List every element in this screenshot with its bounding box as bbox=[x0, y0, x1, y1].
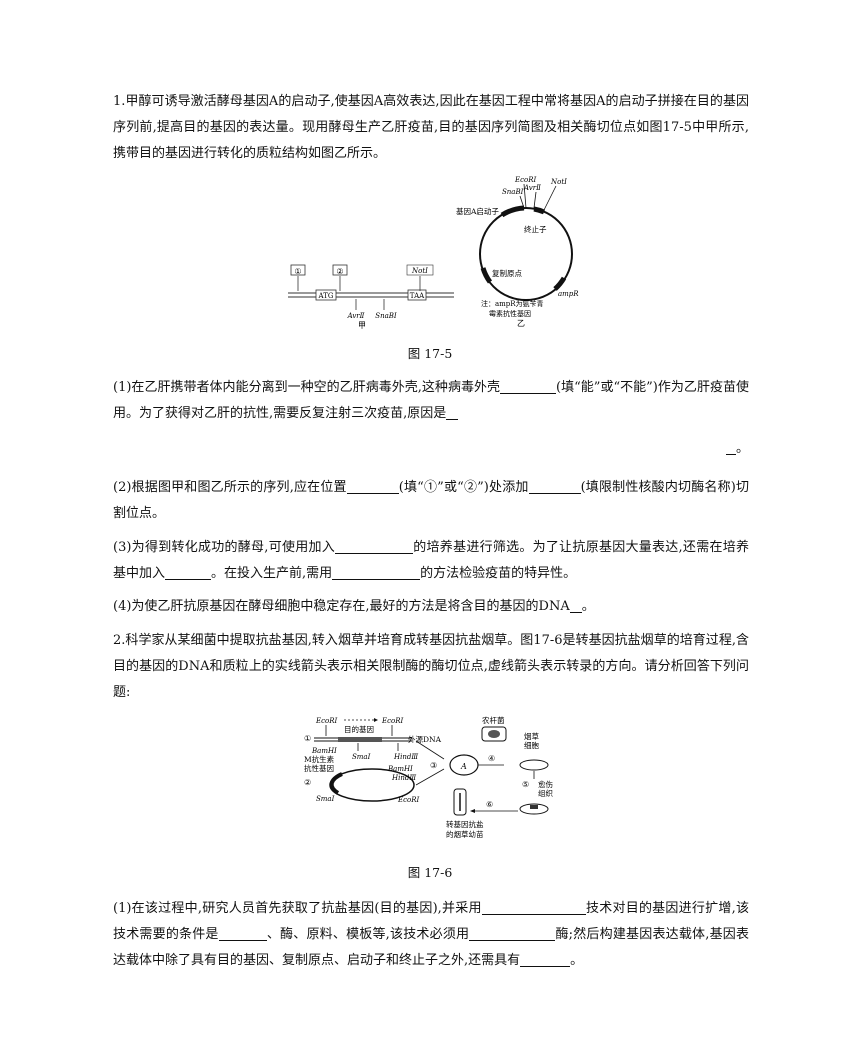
q1-part1-end-line: 。 bbox=[113, 436, 749, 462]
q1-intro: 1.甲醇可诱导激活酵母基因A的启动子,使基因A高效表达,因此在基因工程中常将基因… bbox=[113, 94, 749, 161]
m-resist-label-2: 抗性基因 bbox=[304, 763, 334, 773]
q1-part2-blank-a[interactable] bbox=[346, 477, 399, 494]
figure-jia: ATG TAA ① ② NotⅠ AvrⅡ SnaBⅠ 甲 bbox=[288, 264, 454, 330]
agro-label: 农杆菌 bbox=[482, 715, 505, 725]
step-2-label: ② bbox=[304, 778, 311, 787]
atg-label: ATG bbox=[318, 292, 334, 300]
ecor-label-2: EcoRⅠ bbox=[381, 717, 404, 725]
step-1-label: ① bbox=[304, 734, 311, 743]
yi-note-line1: 注：ampR为氨苄青 bbox=[481, 299, 544, 308]
q1-part3-blank-a[interactable] bbox=[335, 537, 414, 554]
m-resist-label-1: M抗生素 bbox=[304, 754, 335, 764]
figure-17-5: ATG TAA ① ② NotⅠ AvrⅡ SnaBⅠ 甲 bbox=[288, 176, 579, 330]
yi-name: 乙 bbox=[517, 319, 525, 328]
q2-part1-blank-a[interactable] bbox=[481, 898, 586, 915]
q2-part1-blank-c[interactable] bbox=[469, 924, 556, 941]
q1-part1-blank-b-cont[interactable] bbox=[725, 438, 736, 455]
yi-amp-label: ampR bbox=[558, 290, 579, 298]
step-5-label: ⑤ bbox=[522, 780, 529, 789]
smai-label-1: SmaⅠ bbox=[352, 753, 371, 761]
seedling-label-1: 转基因抗盐 bbox=[446, 819, 484, 829]
callus-label-2: 组织 bbox=[538, 788, 553, 798]
hind-label-2: HindⅢ bbox=[391, 774, 416, 782]
q2-part1-blank-d[interactable] bbox=[520, 950, 571, 967]
yi-origin-label: 复制原点 bbox=[492, 268, 522, 278]
foreign-dna-label: 外源DNA bbox=[408, 734, 442, 744]
step-6-label: ⑥ bbox=[486, 800, 493, 809]
yi-snab-label: SnaBⅠ bbox=[502, 188, 524, 196]
vector-a-label: A bbox=[460, 762, 467, 771]
q2-intro: 2.科学家从某细菌中提取抗盐基因,转入烟草并培育成转基因抗盐烟草。图17-6是转… bbox=[113, 633, 749, 700]
jia-avr-label: AvrⅡ bbox=[347, 312, 365, 320]
q1-part2-blank-b[interactable] bbox=[528, 477, 581, 494]
q2-part1: (1)在该过程中,研究人员首先获取了抗盐基因(目的基因),并采用技术对目的基因进… bbox=[113, 896, 749, 974]
step-4-label: ④ bbox=[488, 754, 495, 763]
taa-label: TAA bbox=[410, 292, 425, 300]
q1-part2: (2)根据图甲和图乙所示的序列,应在位置(填“①”或“②”)处添加(填限制性核酸… bbox=[113, 475, 749, 527]
figure-17-6-caption: 图 17-6 bbox=[407, 865, 453, 880]
callus-label-1: 愈伤 bbox=[538, 779, 553, 789]
q1-part1-blank-b[interactable] bbox=[446, 403, 459, 420]
seedling-label-2: 的烟草幼苗 bbox=[446, 829, 484, 839]
position-1-label: ① bbox=[294, 267, 301, 276]
q1-part4-blank[interactable] bbox=[569, 596, 582, 613]
jia-not-label: NotⅠ bbox=[411, 267, 428, 275]
q1-part3-blank-c[interactable] bbox=[332, 563, 421, 580]
q2-part1-blank-b[interactable] bbox=[218, 924, 267, 941]
bamh-label-2: BamHⅠ bbox=[387, 765, 413, 773]
yi-not-label: NotⅠ bbox=[550, 178, 567, 186]
q1-part3: (3)为得到转化成功的酵母,可使用加入的培养基进行筛选。为了让抗原基因大量表达,… bbox=[113, 535, 749, 587]
bamh-label-1: BamHⅠ bbox=[311, 747, 337, 755]
jia-snab-label: SnaBⅠ bbox=[375, 312, 397, 320]
ecor-label-1: EcoRⅠ bbox=[315, 717, 338, 725]
ecor-label-3: EcoRⅠ bbox=[397, 796, 420, 804]
jia-name: 甲 bbox=[358, 321, 366, 330]
smai-label-2: SmaⅠ bbox=[316, 795, 335, 803]
target-gene-label: 目的基因 bbox=[344, 724, 374, 734]
yi-promoter-label: 基因A启动子 bbox=[456, 206, 499, 216]
q1-part1-blank-a[interactable] bbox=[500, 377, 557, 394]
yi-note-line2: 霉素抗性基因 bbox=[489, 309, 531, 318]
tobacco-label-2: 细胞 bbox=[524, 740, 539, 750]
q1-part3-blank-b[interactable] bbox=[165, 563, 212, 580]
figure-yi: EcoRⅠ SnaBⅠ AvrⅡ NotⅠ 基因A启动子 终止子 复制原点 am… bbox=[456, 176, 579, 328]
yi-ecor-label: EcoRⅠ bbox=[514, 176, 537, 184]
step-3-label: ③ bbox=[430, 761, 437, 770]
yi-avr-label: AvrⅡ bbox=[523, 184, 541, 192]
q1-part1: (1)在乙肝携带者体内能分离到一种空的乙肝病毒外壳,这种病毒外壳(填“能”或“不… bbox=[113, 375, 749, 427]
position-2-label: ② bbox=[336, 267, 343, 276]
tobacco-label-1: 烟草 bbox=[524, 731, 539, 741]
q1-part4: (4)为使乙肝抗原基因在酵母细胞中稳定存在,最好的方法是将含目的基因的DNA。 bbox=[113, 594, 749, 620]
figure-17-6: ① EcoRⅠ EcoRⅠ 目的基因 外源DNA BamHⅠ SmaⅠ Hind… bbox=[304, 715, 553, 839]
hind-label-1: HindⅢ bbox=[393, 753, 418, 761]
figure-17-5-caption: 图 17-5 bbox=[407, 346, 453, 361]
yi-terminator-label: 终止子 bbox=[524, 224, 547, 234]
